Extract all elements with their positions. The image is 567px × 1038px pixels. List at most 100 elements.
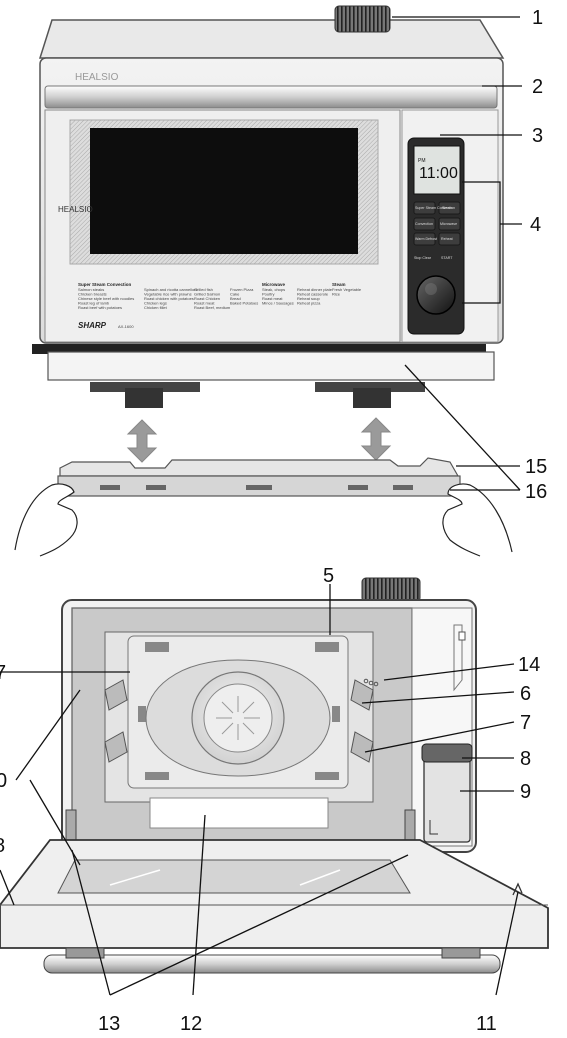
- control-button[interactable]: [413, 201, 436, 215]
- callout-13: 13: [98, 1013, 120, 1035]
- drip-tray[interactable]: [57, 457, 461, 497]
- button-label: Microwave: [440, 222, 457, 226]
- menu-heading: Microwave: [262, 282, 286, 287]
- water-tank-handle: [429, 820, 438, 835]
- door-handle[interactable]: [44, 85, 498, 109]
- menu-heading: Super Steam Convection: [78, 282, 132, 287]
- oven-lamp: [149, 797, 329, 829]
- top-vent: [334, 5, 391, 33]
- dial-highlight: [425, 283, 437, 295]
- menu-item: Chicken breasts: [78, 292, 107, 297]
- right-hand: [442, 483, 513, 557]
- door-handle-bar[interactable]: [43, 954, 501, 974]
- menu-item: Roast Beef, medium: [194, 305, 231, 310]
- oven-top-panel: [38, 19, 505, 59]
- stop-clear-label[interactable]: Stop Clear: [414, 256, 432, 260]
- menu-item: Roast leg of lamb: [78, 301, 110, 306]
- control-button[interactable]: [438, 232, 461, 246]
- menu-item: Reheat soup: [297, 296, 320, 301]
- menu-item: Bread: [230, 296, 241, 301]
- menu-item: Frozen Pizza: [230, 287, 254, 292]
- water-tank[interactable]: [423, 751, 471, 843]
- door-logo: HEALSIO: [58, 205, 93, 214]
- callout-8-right: 8: [520, 748, 531, 770]
- drip-tray-slot: [47, 351, 495, 381]
- left-foot: [90, 382, 200, 408]
- glass-shine: [299, 869, 341, 886]
- menu-column: Reheat dinner plate Reheat casserole Reh…: [297, 287, 333, 306]
- fan-blades: [216, 696, 260, 740]
- callout-8-left: 8: [0, 835, 5, 857]
- top-logo: HEALSIO: [75, 72, 119, 83]
- handle-support: [65, 947, 105, 959]
- callout-bracket: [462, 181, 501, 304]
- callout-14: 14: [518, 654, 540, 676]
- callout-9: 9: [520, 781, 531, 803]
- up-down-arrow: [360, 417, 392, 461]
- top-vent: [361, 577, 421, 603]
- menu-item: Roast meat: [194, 301, 215, 306]
- maker-logo: SHARP: [78, 321, 107, 330]
- menu-item: Reheat dinner plate: [297, 287, 333, 292]
- lcd-small-label: PM: [418, 158, 426, 164]
- menu-item: Baked Potatoes: [230, 301, 258, 306]
- control-button[interactable]: [438, 201, 461, 215]
- door-window: [90, 128, 358, 254]
- menu-column: Microwave Steak, chops Poultry Roast mea…: [262, 282, 294, 306]
- control-button[interactable]: [413, 232, 436, 246]
- glass-shine: [109, 869, 161, 886]
- menu-item: Chicken legs: [144, 301, 167, 306]
- open-door[interactable]: [0, 839, 549, 949]
- callout-lines: [0, 16, 522, 996]
- menu-item: Chinese style beef with noodles: [78, 296, 134, 301]
- oven-open-view: [0, 577, 549, 974]
- callout-6: 6: [520, 683, 531, 705]
- callout-3: 3: [532, 125, 543, 147]
- lcd-display: [413, 145, 461, 195]
- door-latch[interactable]: [512, 882, 523, 896]
- side-panel-slot: [453, 624, 463, 692]
- button-label: Convection: [415, 222, 433, 226]
- oven-front-view: HEALSIO HEALSIO Super Steam Convection S…: [14, 5, 513, 557]
- water-tank-lid[interactable]: [421, 743, 473, 763]
- button-label: Reheat: [441, 237, 453, 241]
- callout-10: 0: [0, 770, 7, 792]
- fan-cover-inner: [203, 683, 273, 753]
- menu-item: Roast chicken with potatoes: [144, 296, 194, 301]
- steam-outlet-holes: [363, 678, 379, 687]
- control-button[interactable]: [413, 217, 436, 231]
- menu-item: Grilled Salmon: [194, 292, 220, 297]
- lcd-time: 11:00: [419, 165, 458, 182]
- up-down-arrow: [126, 419, 158, 463]
- menu-item: Vegetable rice with prawns: [144, 292, 192, 297]
- right-foot: [315, 382, 425, 408]
- button-label: Super Steam Convection: [415, 206, 455, 210]
- menu-item: Poultry: [262, 292, 274, 297]
- control-dial[interactable]: [416, 275, 456, 315]
- menu-column: Grilled fish Grilled Salmon Roast Chicke…: [194, 287, 231, 310]
- button-label: Warm Defrost: [415, 237, 437, 241]
- menu-item: Reheat pizza: [297, 301, 321, 306]
- menu-column: Super Steam Convection Salmon steaks Chi…: [78, 282, 134, 310]
- menu-item: Cake: [230, 292, 240, 297]
- button-label: Steam: [442, 206, 452, 210]
- callout-4: 4: [530, 214, 541, 236]
- callout-7-left: 7: [0, 662, 6, 684]
- callout-1: 1: [532, 7, 543, 29]
- start-label[interactable]: START: [441, 256, 453, 260]
- vent-holes: [138, 642, 340, 780]
- menu-item: Grilled fish: [194, 287, 213, 292]
- shelf-runners: [104, 679, 374, 763]
- callout-5: 5: [323, 565, 334, 587]
- menu-item: Roast meat: [262, 296, 283, 301]
- door-sensor: [458, 631, 466, 641]
- menu-item: Roast Chicken: [194, 296, 220, 301]
- menu-item: Roast beef with potatoes: [78, 305, 122, 310]
- door-glass: [57, 859, 411, 894]
- handle-support: [441, 947, 481, 959]
- callout-15: 15: [525, 456, 547, 478]
- menu-list: Super Steam Convection Salmon steaks Chi…: [78, 282, 362, 310]
- menu-item: Steak, chops: [262, 287, 285, 292]
- control-button[interactable]: [438, 217, 461, 231]
- menu-item: Mince / Sausages: [262, 301, 294, 306]
